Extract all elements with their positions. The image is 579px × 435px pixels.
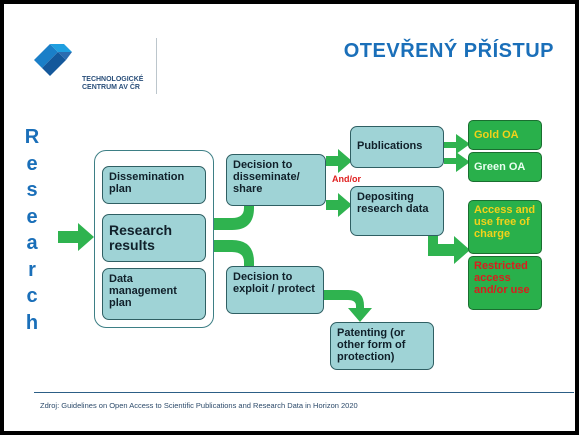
arrow-exploit-to-patenting [324,290,372,322]
research-results-label: Research results [109,222,173,253]
slide: TECHNOLOGICKÉ CENTRUM AV ČR OTEVŘENÝ PŘÍ… [4,4,575,431]
footer-divider [34,392,574,393]
decision-exploit-box: Decision to exploit / protect [226,266,324,314]
side-letter: h [25,311,39,334]
gold-oa-box: Gold OA [468,120,542,150]
decision-share-box: Decision to disseminate/ share [226,154,326,206]
side-letter: R [24,126,40,148]
side-word-research: R e s e a r c h [22,124,42,336]
arrow-depositing-to-access [428,234,470,264]
restricted-label: Restricted access and/or use [474,260,530,296]
green-oa-label: Green OA [474,161,526,173]
dissemination-plan-box: Dissemination plan [102,166,206,204]
patenting-label: Patenting (or other form of protection) [337,327,406,363]
data-management-plan-box: Data management plan [102,268,206,320]
side-letter: s [26,179,38,201]
side-letter: c [26,285,38,307]
gold-oa-label: Gold OA [474,129,519,141]
access-free-label: Access and use free of charge [474,204,536,240]
research-results-box: Research results [102,214,206,262]
restricted-box: Restricted access and/or use [468,256,542,310]
patenting-box: Patenting (or other form of protection) [330,322,434,370]
arrow-publications-to-gold [444,134,470,154]
decision-share-label: Decision to disseminate/ share [233,159,300,195]
logo-text: TECHNOLOGICKÉ CENTRUM AV ČR [82,76,143,92]
page-title: OTEVŘENÝ PŘÍSTUP [343,40,554,62]
access-free-box: Access and use free of charge [468,200,542,254]
side-letter: r [28,258,36,281]
green-oa-box: Green OA [468,152,542,182]
arrow-publications-to-green [444,152,470,172]
data-management-plan-label: Data management plan [109,273,177,309]
depositing-label: Depositing research data [357,191,429,215]
tc-logo-icon [34,44,72,76]
publications-label: Publications [357,140,423,152]
footer-source: Zdroj: Guidelines on Open Access to Scie… [40,401,358,410]
depositing-box: Depositing research data [350,186,444,236]
publications-box: Publications [350,126,444,168]
decision-exploit-label: Decision to exploit / protect [233,271,315,295]
dissemination-plan-label: Dissemination plan [109,171,185,195]
logo-divider [156,38,157,94]
and-or-label: And/or [332,174,361,184]
logo-line-1: TECHNOLOGICKÉ [82,76,144,83]
arrow-into-research [58,223,94,251]
logo-line-2: CENTRUM AV ČR [82,84,140,91]
arrow-share-to-depositing [326,193,352,217]
side-letter: a [26,232,38,254]
side-letter: e [26,205,38,228]
arrow-share-to-publications [326,149,352,173]
side-letter: e [26,152,38,175]
